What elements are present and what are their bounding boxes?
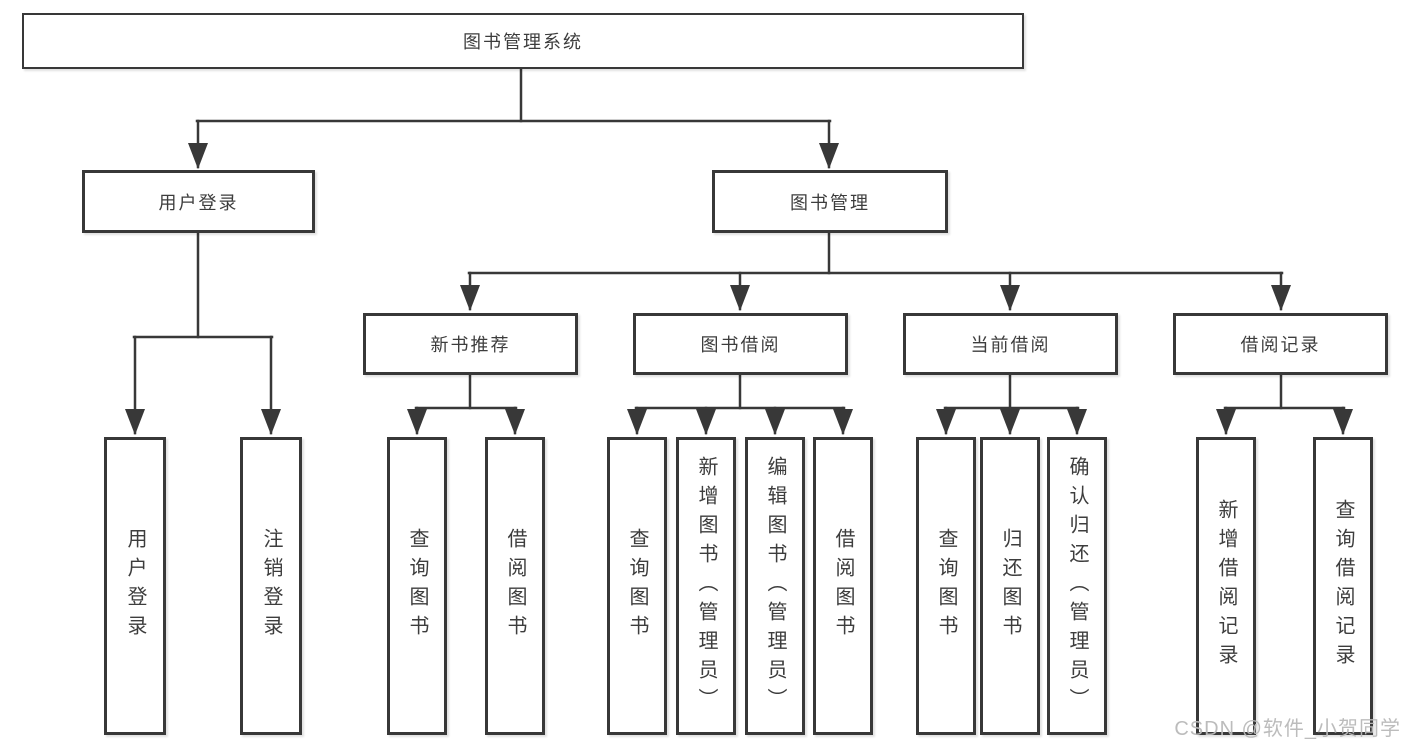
leaf-borrow-borrow-books: 借阅图书 bbox=[813, 437, 873, 735]
connector-group-book-borrow bbox=[627, 372, 853, 435]
node-label: 归还图书 bbox=[999, 528, 1021, 644]
node-label: 确认归还（管理员） bbox=[1066, 455, 1088, 717]
node-label: 新书推荐 bbox=[430, 335, 511, 355]
leaf-records-query-borrow-record: 查询借阅记录 bbox=[1313, 437, 1373, 735]
node-label: 用户登录 bbox=[124, 528, 146, 644]
node-book-management: 图书管理 bbox=[712, 170, 948, 233]
connector-group-new-book bbox=[407, 372, 525, 435]
leaf-logout: 注销登录 bbox=[240, 437, 302, 735]
leaf-current-query-books: 查询图书 bbox=[916, 437, 976, 735]
node-label: 借阅图书 bbox=[504, 528, 526, 644]
node-borrow-records: 借阅记录 bbox=[1173, 313, 1388, 375]
node-label: 图书借阅 bbox=[700, 335, 781, 355]
leaf-current-return-books: 归还图书 bbox=[980, 437, 1040, 735]
node-label: 图书管理系统 bbox=[463, 32, 583, 52]
node-user-login: 用户登录 bbox=[82, 170, 315, 233]
leaf-current-confirm-return-admin: 确认归还（管理员） bbox=[1047, 437, 1107, 735]
connector-group-root-to-level2 bbox=[188, 67, 839, 169]
leaf-newbook-query-books: 查询图书 bbox=[387, 437, 447, 735]
csdn-watermark: CSDN @软件_小贺同学 bbox=[1174, 718, 1401, 740]
node-label: 借阅记录 bbox=[1240, 335, 1321, 355]
connector-group-borrow-records bbox=[1216, 372, 1353, 435]
node-label: 借阅图书 bbox=[832, 528, 854, 644]
node-label: 查询借阅记录 bbox=[1332, 499, 1354, 673]
node-label: 查询图书 bbox=[626, 528, 648, 644]
node-label: 查询图书 bbox=[935, 528, 957, 644]
node-new-book-recommend: 新书推荐 bbox=[363, 313, 578, 375]
node-label: 用户登录 bbox=[158, 192, 239, 213]
node-label: 新增借阅记录 bbox=[1215, 499, 1237, 673]
leaf-user-login: 用户登录 bbox=[104, 437, 166, 735]
node-label: 新增图书（管理员） bbox=[695, 455, 717, 717]
node-label: 当前借阅 bbox=[970, 335, 1051, 355]
leaf-borrow-edit-books-admin: 编辑图书（管理员） bbox=[745, 437, 805, 735]
node-current-borrow: 当前借阅 bbox=[903, 313, 1118, 375]
leaf-borrow-query-books: 查询图书 bbox=[607, 437, 667, 735]
node-label: 查询图书 bbox=[406, 528, 428, 644]
node-book-borrow: 图书借阅 bbox=[633, 313, 848, 375]
leaf-newbook-borrow-books: 借阅图书 bbox=[485, 437, 545, 735]
node-label: 注销登录 bbox=[260, 528, 282, 644]
connector-group-book-management bbox=[460, 230, 1291, 311]
connector-group-user-login bbox=[125, 230, 281, 435]
leaf-records-add-borrow-record: 新增借阅记录 bbox=[1196, 437, 1256, 735]
node-label: 编辑图书（管理员） bbox=[764, 455, 786, 717]
connector-group-current-borrow bbox=[936, 372, 1087, 435]
node-label: 图书管理 bbox=[790, 192, 870, 213]
node-library-system: 图书管理系统 bbox=[22, 13, 1024, 69]
leaf-borrow-add-books-admin: 新增图书（管理员） bbox=[676, 437, 736, 735]
